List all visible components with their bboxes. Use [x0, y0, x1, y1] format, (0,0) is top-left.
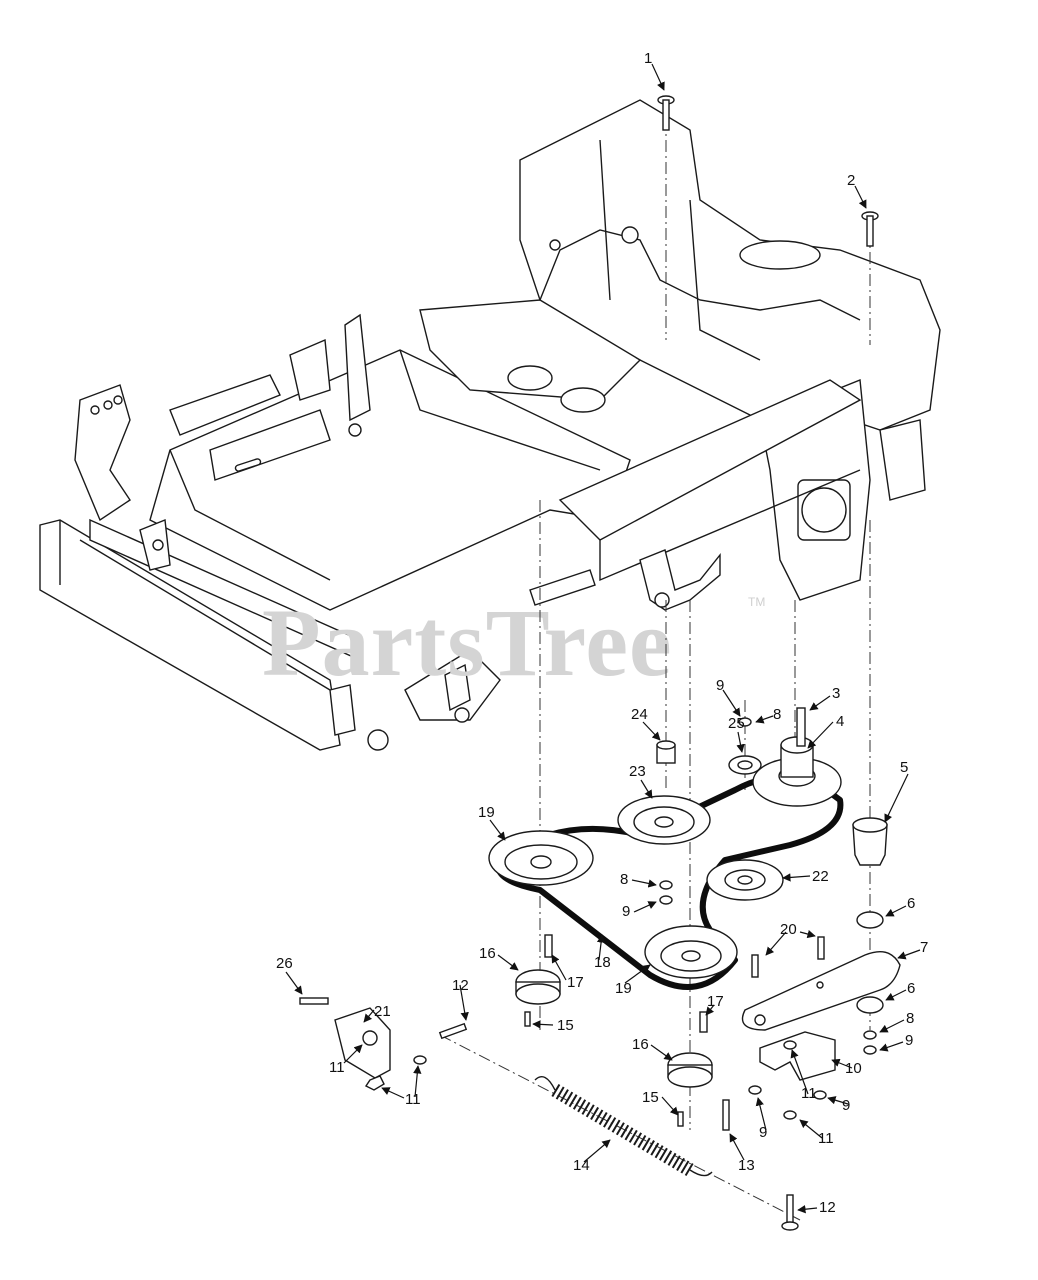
pulley-idler-23: [617, 795, 711, 845]
callout-11c: 11: [801, 1085, 817, 1102]
callout-9b: 9: [622, 903, 630, 920]
callout-1: 1: [644, 50, 652, 67]
callout-7: 7: [920, 939, 928, 956]
idler-arm-7: [741, 951, 901, 1031]
callout-25: 25: [728, 715, 745, 732]
callout-17a: 17: [567, 974, 584, 991]
callout-12a: 12: [452, 977, 469, 994]
callout-14: 14: [573, 1157, 590, 1174]
callout-6a: 6: [907, 895, 915, 912]
center-lines: [439, 118, 871, 1221]
callout-8c: 8: [906, 1010, 914, 1027]
spacer-24: [656, 740, 676, 764]
callout-20: 20: [780, 921, 797, 938]
hub-16-left: [515, 969, 561, 1005]
callout-11b: 11: [405, 1091, 421, 1108]
callout-17b: 17: [707, 993, 724, 1010]
watermark: PartsTree TM: [262, 589, 765, 696]
callout-19a: 19: [478, 804, 495, 821]
pulley-idler-22: [706, 859, 784, 901]
frame-assembly: [39, 99, 941, 751]
callout-6b: 6: [907, 980, 915, 997]
bearing-6-lower: [856, 996, 884, 1014]
callout-9d: 9: [842, 1097, 850, 1114]
pulley-4: [752, 736, 842, 807]
callout-18: 18: [594, 954, 611, 971]
watermark-text: PartsTree: [262, 589, 673, 696]
callout-15a: 15: [557, 1017, 574, 1034]
callout-26: 26: [276, 955, 293, 972]
extension-spring-14: [534, 1076, 713, 1177]
callout-9e: 9: [759, 1124, 767, 1141]
bearing-25: [728, 755, 762, 775]
bracket-21: [334, 1007, 391, 1079]
bolts-hardware: [299, 95, 879, 1231]
callout-8b: 8: [620, 871, 628, 888]
pulley-left-19: [488, 830, 594, 886]
callout-3: 3: [832, 685, 840, 702]
watermark-trademark: TM: [748, 595, 765, 609]
callout-4: 4: [836, 713, 844, 730]
callout-5: 5: [900, 759, 908, 776]
pulley-right-19: [644, 925, 738, 979]
callout-10: 10: [845, 1060, 862, 1077]
callout-8a: 8: [773, 706, 781, 723]
hub-16-right: [667, 1052, 713, 1088]
callout-22: 22: [812, 868, 829, 885]
callout-2: 2: [847, 172, 855, 189]
callout-9c: 9: [905, 1032, 913, 1049]
callout-12b: 12: [819, 1199, 836, 1216]
callout-16a: 16: [479, 945, 496, 962]
key-3: [796, 707, 806, 747]
spacer-5: [852, 817, 888, 866]
bracket-10: [759, 1031, 836, 1081]
callout-24: 24: [631, 706, 648, 723]
callout-11d: 11: [818, 1130, 834, 1147]
callout-23: 23: [629, 763, 646, 780]
callout-13: 13: [738, 1157, 755, 1174]
callout-16b: 16: [632, 1036, 649, 1053]
callout-15b: 15: [642, 1089, 659, 1106]
bearing-6-upper: [856, 911, 884, 929]
leader-lines: [285, 63, 921, 1214]
key-17-right: [699, 1011, 708, 1033]
key-17-left: [544, 934, 553, 958]
callout-21: 21: [374, 1003, 391, 1020]
callout-9a: 9: [716, 677, 724, 694]
callout-labels: 1 2 3 4 5 6 6 7 8 8 8 9 9 9 9 9 10 11 11…: [276, 50, 928, 1216]
callout-11a: 11: [329, 1059, 345, 1076]
callout-19b: 19: [615, 980, 632, 997]
